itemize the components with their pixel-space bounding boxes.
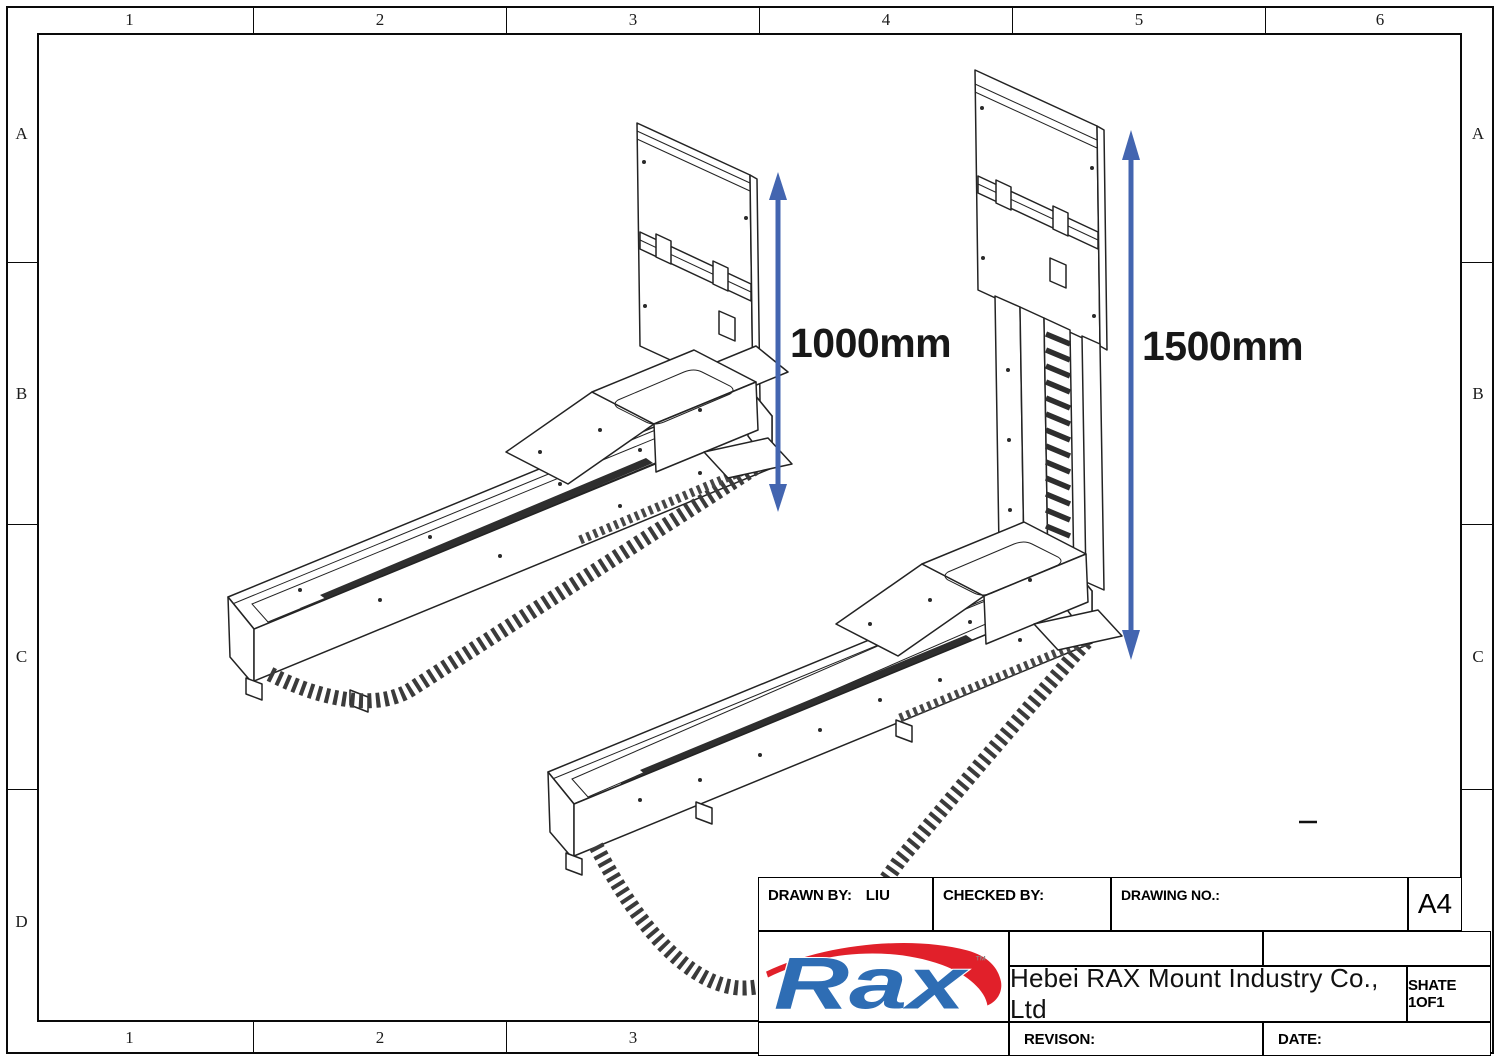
paper-size-label: A4 — [1417, 888, 1453, 919]
grid-row-left-D: D — [15, 912, 28, 931]
titleblock-drawn-by: DRAWN BY: LIU — [758, 877, 933, 931]
grid-col-top-5: 5 — [1013, 6, 1266, 33]
titleblock-logo-cell: Rax ™ — [758, 931, 1009, 1022]
outer-border — [6, 6, 1494, 1054]
titleblock-sheet: SHATE 1OF1 — [1407, 966, 1491, 1022]
inner-frame — [37, 33, 1462, 1022]
titleblock-empty-2 — [1263, 931, 1491, 966]
grid-row-left-C: C — [6, 525, 37, 790]
grid-col-top-1: 1 — [6, 6, 254, 33]
drawn-by-label: DRAWN BY: — [768, 887, 852, 904]
grid-row-right-B: B — [1462, 263, 1494, 525]
titleblock-checked-by: CHECKED BY: — [933, 877, 1111, 931]
titleblock-empty-3 — [758, 1022, 1009, 1056]
grid-row-right-A: A — [1462, 6, 1494, 263]
sheet-label: SHATE 1OF1 — [1408, 977, 1457, 1011]
rax-logo: Rax ™ — [766, 940, 1002, 1020]
grid-col-bottom-1: 1 — [6, 1022, 254, 1054]
grid-col-bottom-3: 3 — [507, 1022, 760, 1054]
grid-row-left-B: B — [6, 263, 37, 525]
revision-label: REVISON: — [1024, 1030, 1095, 1048]
grid-col-top-4: 4 — [760, 6, 1013, 33]
grid-col-top-2: 2 — [254, 6, 507, 33]
grid-col-top-6: 6 — [1375, 9, 1385, 29]
titleblock-revision: REVISON: — [1009, 1022, 1263, 1056]
grid-col-bottom-2: 2 — [254, 1022, 507, 1054]
drawn-by-value: LIU — [865, 887, 890, 904]
drawing-no-label: DRAWING NO.: — [1121, 887, 1220, 903]
grid-row-left-A: A — [6, 6, 37, 263]
titleblock-company: Hebei RAX Mount Industry Co., Ltd — [1009, 963, 1407, 1024]
grid-col-top-3: 3 — [507, 6, 760, 33]
titleblock-paper-size: A4 — [1408, 877, 1462, 931]
grid-row-right-blank-3 — [1462, 790, 1494, 932]
company-name: Hebei RAX Mount Industry Co., Ltd — [1010, 963, 1379, 1024]
date-label: DATE: — [1278, 1030, 1322, 1048]
grid-row-right-C: C — [1462, 525, 1494, 790]
titleblock-drawing-no: DRAWING NO.: — [1111, 877, 1408, 931]
logo-trademark: ™ — [975, 954, 987, 967]
titleblock-empty-1 — [1009, 931, 1263, 966]
logo-text: Rax — [774, 941, 970, 1020]
titleblock-date: DATE: — [1263, 1022, 1491, 1056]
checked-by-label: CHECKED BY: — [943, 887, 1044, 904]
